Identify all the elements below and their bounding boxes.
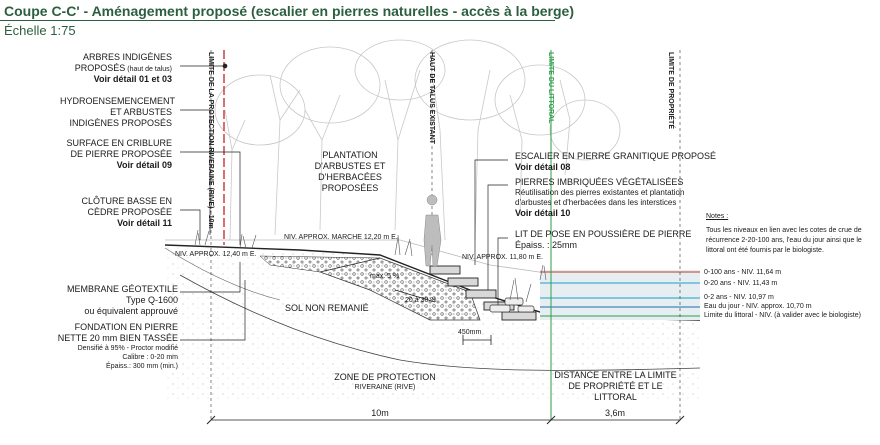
title-underline — [0, 20, 555, 21]
label-hydroseeding: HYDROENSEMENCEMENT ET ARBUSTES INDIGÈNES… — [60, 96, 176, 128]
soil-label: SOL NON REMANIÉ — [285, 303, 369, 313]
label-fence: CLÔTURE BASSE EN CÈDRE PROPOSÉE Voir dét… — [81, 196, 172, 228]
water-level-20: 0-20 ans - NIV. 11,43 m — [704, 280, 778, 287]
label-surface: SURFACE EN CRIBLURE DE PIERRE PROPOSÉE V… — [66, 138, 172, 170]
undisturbed-soil — [165, 245, 700, 400]
label-membrane: MEMBRANE GÉOTEXTILE Type Q-1600 ou équiv… — [66, 284, 178, 316]
background-trees — [214, 39, 621, 241]
leader-lines — [180, 63, 246, 341]
water-level-littoral: Limite du littoral - NIV. (à valider ave… — [704, 312, 861, 319]
vlabel-property: LIMITE DE PROPRIÉTÉ — [667, 52, 674, 130]
dim-distance: 3,6m — [604, 408, 625, 418]
water-body — [540, 270, 700, 320]
vlabel-protection-limit: LIMITE DE LA PROTECTION RIVERAINE (RIVE)… — [207, 52, 214, 229]
label-bedding: LIT DE POSE EN POUSSIÈRE DE PIERRE Épais… — [515, 229, 692, 250]
drawing-title: Coupe C-C' - Aménagement proposé (escali… — [4, 3, 575, 19]
vlabel-littoral: LIMITE DU LITTORAL — [547, 52, 554, 124]
label-stair: ESCALIER EN PIERRE GRANITIQUE PROPOSÉ Vo… — [515, 151, 717, 172]
vegetation — [194, 229, 547, 303]
label-trees: ARBRES INDIGÈNES PROPOSÉS (haut de talus… — [74, 52, 172, 84]
water-level-day: Eau du jour - NIV. approx. 10,70 m — [704, 303, 812, 310]
slope-20-30: 20 à 30 % — [405, 297, 437, 304]
label-foundation: FONDATION EN PIERRE NETTE 20 mm BIEN TAS… — [57, 322, 178, 370]
notes-block: Notes : Tous les niveaux en lien avec le… — [706, 213, 862, 254]
zone-rive: ZONE DE PROTECTION RIVERAINE (RIVE) — [334, 372, 436, 391]
label-plantation: PLANTATION D'ARBUSTES ET D'HERBACÉES PRO… — [314, 150, 386, 193]
level-1240: NIV. APPROX. 12,40 m E. — [175, 251, 257, 258]
level-1180: NIV. APPROX. 11,80 m E. — [462, 254, 543, 261]
drawing-scale: Échelle 1:75 — [4, 23, 76, 38]
level-stair-top: NIV. APPROX. MARCHE 12,20 m E. — [284, 234, 398, 241]
vlabel-top-of-slope: HAUT DE TALUS EXISTANT — [428, 52, 435, 144]
slope-5: max. 5 % — [370, 273, 400, 280]
dim-rive: 10m — [371, 408, 389, 418]
dim-450: 450mm — [458, 329, 482, 336]
zone-distance: DISTANCE ENTRE LA LIMITE DE PROPRIÉTÉ ET… — [554, 370, 677, 402]
water-level-100: 0-100 ans - NIV. 11,64 m — [704, 269, 782, 276]
label-stones: PIERRES IMBRIQUÉES VÉGÉTALISÉES Réutilis… — [515, 177, 685, 218]
person-silhouette — [423, 194, 442, 267]
water-level-2: 0-2 ans - NIV. 10,97 m — [704, 294, 774, 301]
imbricated-stones — [489, 297, 535, 313]
